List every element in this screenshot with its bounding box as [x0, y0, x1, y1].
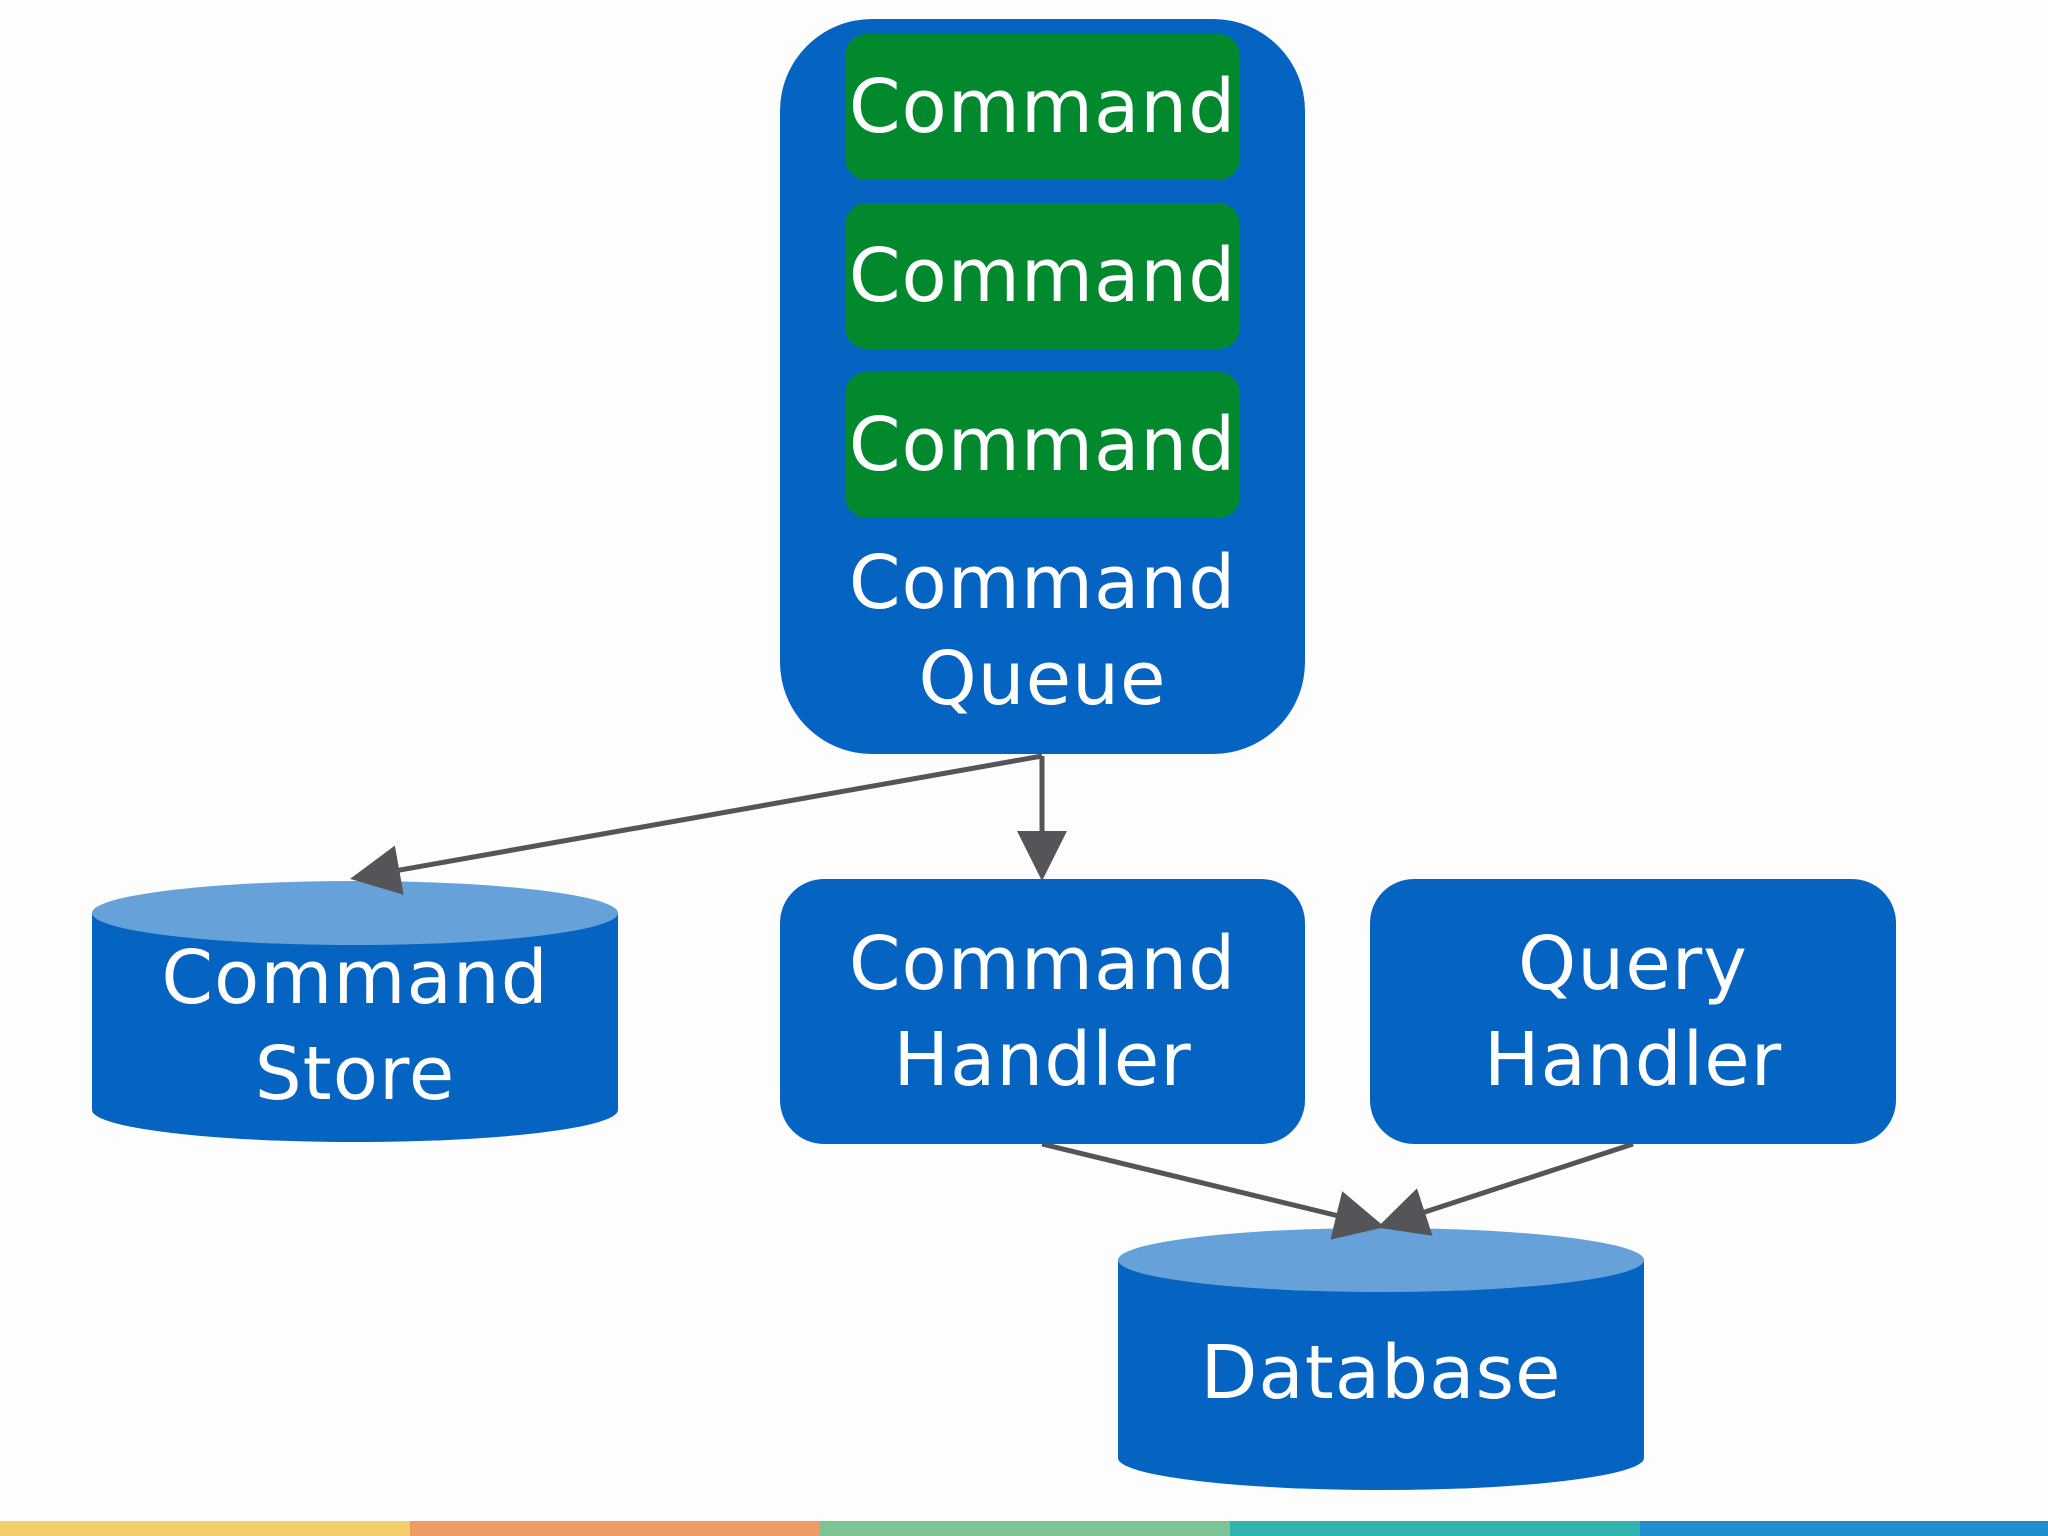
arrow-queue-to-store: [350, 753, 1043, 895]
database-label: Database: [1200, 1330, 1562, 1416]
footer-stripe-blue: [1640, 1521, 2048, 1536]
footer-stripe-orange: [410, 1521, 820, 1536]
command-handler-node: Command Handler: [780, 879, 1305, 1144]
command-store-cylinder: [92, 881, 618, 1142]
command-queue-label: Command Queue: [848, 540, 1237, 722]
command-store-label: Command Store: [161, 935, 549, 1117]
command-item: Command: [845, 34, 1240, 180]
footer-stripe-yellow: [0, 1521, 410, 1536]
command-item: Command: [845, 203, 1240, 349]
arrow-command-handler-to-database: [1041, 1141, 1385, 1240]
footer-stripe-teal: [1230, 1521, 1640, 1536]
command-item: Command: [845, 372, 1240, 518]
database-cylinder: [1118, 1228, 1644, 1490]
footer-stripe-green: [820, 1521, 1230, 1536]
query-handler-node: Query Handler: [1370, 879, 1896, 1144]
arrow-query-handler-to-database: [1377, 1141, 1634, 1236]
